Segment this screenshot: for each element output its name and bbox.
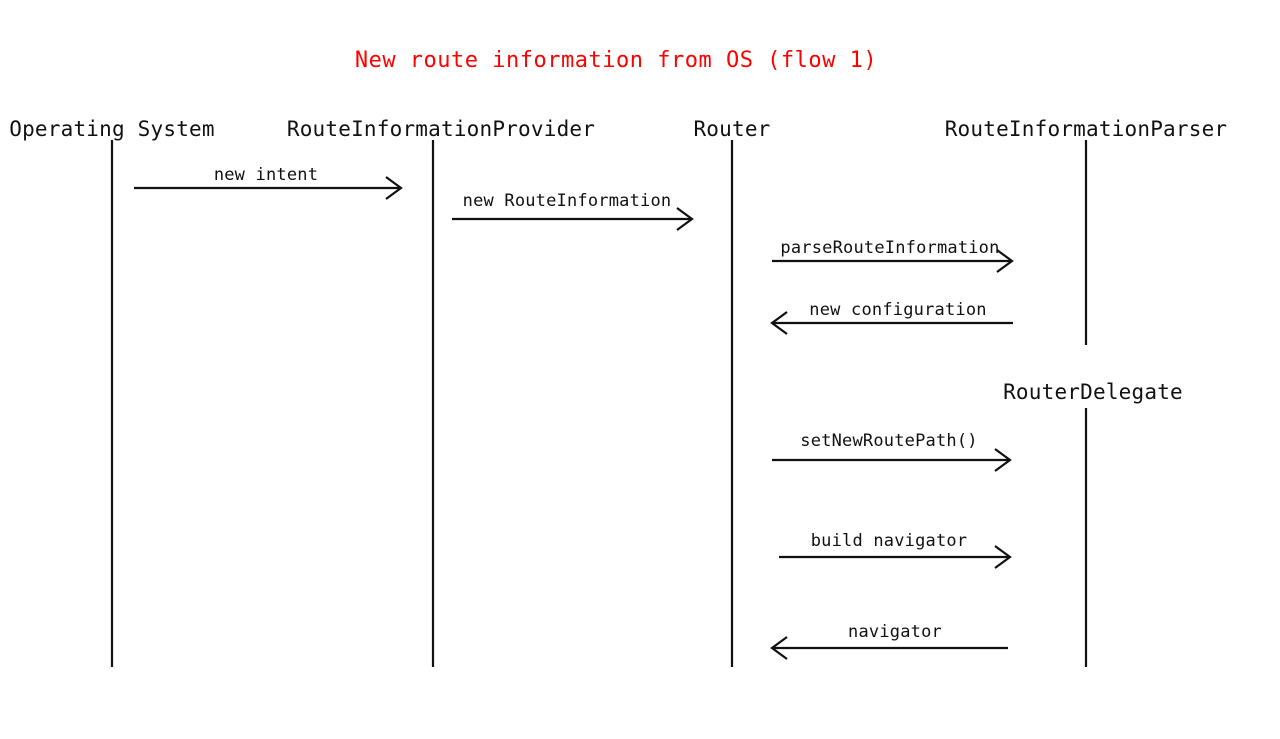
participants-layer: Operating System RouteInformationProvide… (9, 117, 1227, 667)
diagram-title: New route information from OS (flow 1) (355, 48, 877, 73)
arrowhead-right-icon (994, 448, 1012, 472)
participant-label-route-information-parser: RouteInformationParser (945, 117, 1228, 141)
message-build-navigator[interactable]: build navigator (779, 531, 1012, 569)
participant-route-information-parser[interactable]: RouteInformationParser (945, 117, 1228, 345)
arrowhead-left-icon (770, 311, 788, 335)
message-new-intent[interactable]: new intent (134, 165, 403, 200)
arrowhead-right-icon (676, 207, 694, 231)
participant-router[interactable]: Router (693, 117, 770, 667)
participant-label-route-information-provider: RouteInformationProvider (287, 117, 595, 141)
participant-label-operating-system: Operating System (9, 117, 215, 141)
arrowhead-left-icon (770, 636, 788, 660)
arrowhead-right-icon (996, 249, 1014, 273)
message-label-navigator: navigator (848, 622, 942, 642)
participant-label-router: Router (693, 117, 770, 141)
participant-router-delegate[interactable]: RouterDelegate (1003, 380, 1183, 667)
participant-operating-system[interactable]: Operating System (9, 117, 215, 667)
arrowhead-right-icon (994, 545, 1012, 569)
arrowhead-right-icon (385, 176, 403, 200)
message-label-new-routeinformation: new RouteInformation (463, 191, 672, 211)
message-label-new-intent: new intent (214, 165, 318, 185)
participant-route-information-provider[interactable]: RouteInformationProvider (287, 117, 595, 667)
participant-label-router-delegate: RouterDelegate (1003, 380, 1183, 404)
message-label-new-configuration: new configuration (809, 300, 986, 320)
message-navigator[interactable]: navigator (770, 622, 1008, 660)
message-parse-route-information[interactable]: parseRouteInformation (772, 238, 1014, 273)
message-new-configuration[interactable]: new configuration (770, 300, 1013, 335)
messages-layer: new intent new RouteInformation parseRou… (134, 165, 1014, 660)
message-label-set-new-route-path: setNewRoutePath() (800, 431, 977, 451)
message-label-build-navigator: build navigator (811, 531, 968, 551)
message-new-routeinformation[interactable]: new RouteInformation (452, 191, 694, 231)
message-set-new-route-path[interactable]: setNewRoutePath() (772, 431, 1012, 472)
message-label-parse-route-information: parseRouteInformation (780, 238, 999, 258)
